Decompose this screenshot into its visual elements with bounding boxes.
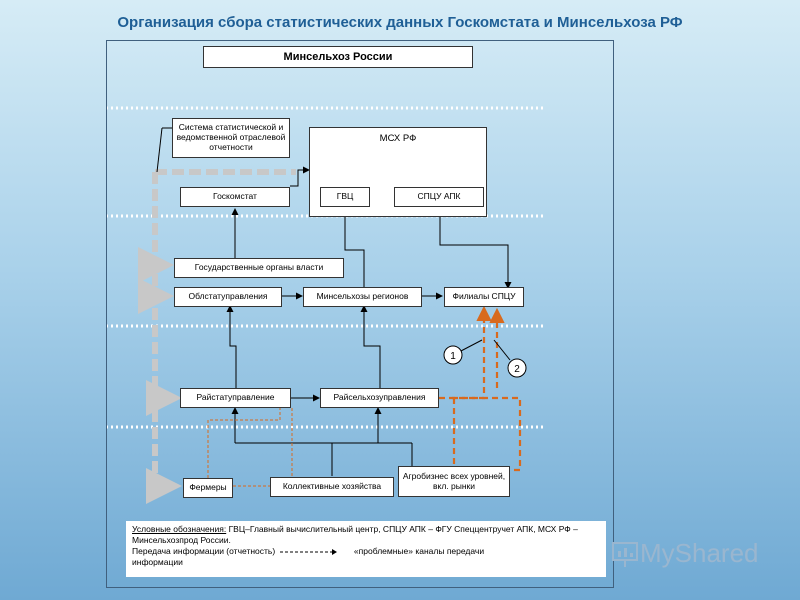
box-sistema: Система статистической и ведомственной о… — [172, 118, 290, 158]
box-fermery: Фермеры — [183, 478, 233, 498]
thin-dashed-links — [207, 408, 293, 487]
box-gos-organy: Государственные органы власти — [174, 258, 344, 278]
box-gvc: ГВЦ — [320, 187, 370, 207]
grey-collection-arrows — [138, 169, 296, 504]
legend-definitions: ГВЦ–Главный вычислительный центр, СПЦУ А… — [132, 524, 578, 545]
watermark-logo: MyShared — [610, 538, 759, 569]
sistema-callout — [156, 127, 172, 173]
presentation-icon — [612, 541, 638, 567]
box-goskomstat: Госкомстат — [180, 187, 290, 207]
box-oblstat: Облстатуправления — [174, 287, 282, 307]
marker-1-circle — [443, 345, 463, 365]
watermark-text: MyShared — [640, 538, 759, 568]
slide-title: Организация сбора статистических данных … — [117, 14, 683, 31]
legend-line-2: Передача информации (отчетность) «пробле… — [132, 546, 600, 557]
box-agrobiznes: Агробизнес всех уровней, вкл. рынки — [398, 466, 510, 497]
legend-line-1: Условные обозначения: ГВЦ–Главный вычисл… — [132, 524, 600, 546]
legend-transfer-label: Передача информации (отчетность) — [132, 546, 276, 556]
problem-channels — [439, 305, 522, 472]
box-kollektivnye: Коллективные хозяйства — [270, 477, 394, 497]
box-filialy: Филиалы СПЦУ — [444, 287, 524, 307]
box-spcu: СПЦУ АПК — [394, 187, 484, 207]
box-minselhozy-regionov: Минсельхозы регионов — [303, 287, 422, 307]
box-raistat: Райстатуправление — [180, 388, 291, 408]
marker-1: 1 — [450, 351, 456, 362]
legend-dashed-arrow — [279, 548, 337, 555]
legend-problem-label-2: информации — [132, 557, 183, 567]
marker-leaders — [458, 339, 511, 361]
legend: Условные обозначения: ГВЦ–Главный вычисл… — [126, 521, 606, 577]
reporting-arrows — [226, 166, 512, 476]
legend-problem-label: «проблемные» каналы передачи — [353, 546, 485, 556]
box-minselhoz: Минсельхоз России — [203, 46, 473, 68]
legend-heading: Условные обозначения: — [132, 524, 227, 534]
marker-2-circle — [507, 358, 527, 378]
marker-2: 2 — [514, 364, 520, 375]
diagram-frame — [106, 40, 614, 588]
box-raiselhoz: Райсельхозуправления — [320, 388, 439, 408]
